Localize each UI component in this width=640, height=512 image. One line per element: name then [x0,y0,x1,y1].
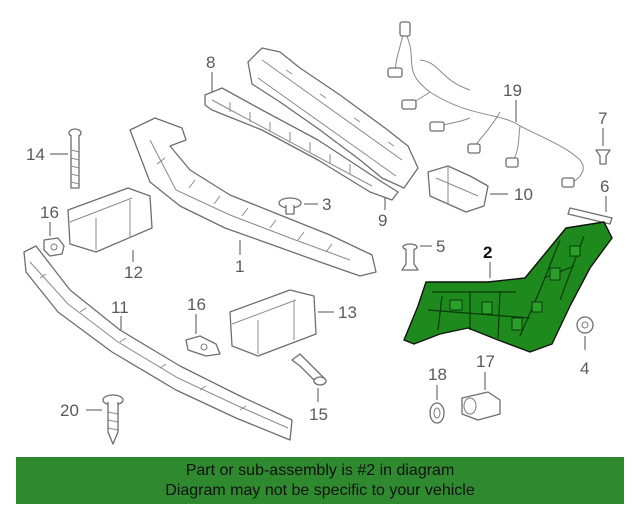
part-12-mount-bracket[interactable] [67,187,153,253]
callout-16a: 16 [40,203,59,222]
part-9-reinforcement-beam[interactable] [247,47,419,189]
part-18-washer[interactable] [429,402,445,424]
callout-13: 13 [338,303,357,322]
part-8-energy-absorber[interactable] [204,87,399,201]
part-16-clip-right[interactable] [185,335,221,357]
callout-4: 4 [580,359,589,378]
callout-16b: 16 [187,295,206,314]
part-10-sensor-bracket[interactable] [427,165,489,213]
part-20-pin[interactable] [102,394,124,445]
callout-5: 5 [436,237,445,256]
callout-10: 10 [514,185,533,204]
callout-9: 9 [378,211,387,230]
part-13-mount-bracket[interactable] [229,289,317,357]
callout-7: 7 [598,109,607,128]
callout-20: 20 [60,401,79,420]
callout-3: 3 [322,195,331,214]
callout-14: 14 [26,145,45,164]
callout-18: 18 [428,365,447,384]
part-5-push-pin[interactable] [401,243,419,271]
part-7-clip[interactable] [595,149,611,165]
part-16-clip-left[interactable] [43,237,65,257]
part-6-trim-strip[interactable] [567,207,613,225]
part-15-bolt[interactable] [291,353,327,386]
part-1-bumper-bracket[interactable] [129,117,377,277]
part-14-bolt[interactable] [68,128,82,189]
part-17-parking-sensor[interactable] [461,391,501,421]
callout-12: 12 [124,263,143,282]
banner-line-2: Diagram may not be specific to your vehi… [165,482,475,499]
parts-diagram: 8 9 1 3 19 10 7 [23,21,613,445]
part-19-wiring-harness[interactable] [387,21,584,188]
part-4-grommet[interactable] [576,316,594,334]
info-banner: Part or sub-assembly is #2 in diagram Di… [16,457,624,504]
callout-17: 17 [476,352,495,371]
part-11-bumper-beam[interactable] [23,245,293,441]
callout-8: 8 [206,53,215,72]
callout-19: 19 [503,81,522,100]
part-3-bolt[interactable] [278,197,302,215]
callout-6: 6 [600,177,609,196]
callout-2: 2 [483,243,492,262]
callout-11: 11 [111,298,129,317]
callout-1: 1 [235,257,244,276]
part-2-bumper-side-bracket[interactable] [403,221,613,353]
callout-15: 15 [309,405,328,424]
banner-line-1: Part or sub-assembly is #2 in diagram [185,462,455,479]
